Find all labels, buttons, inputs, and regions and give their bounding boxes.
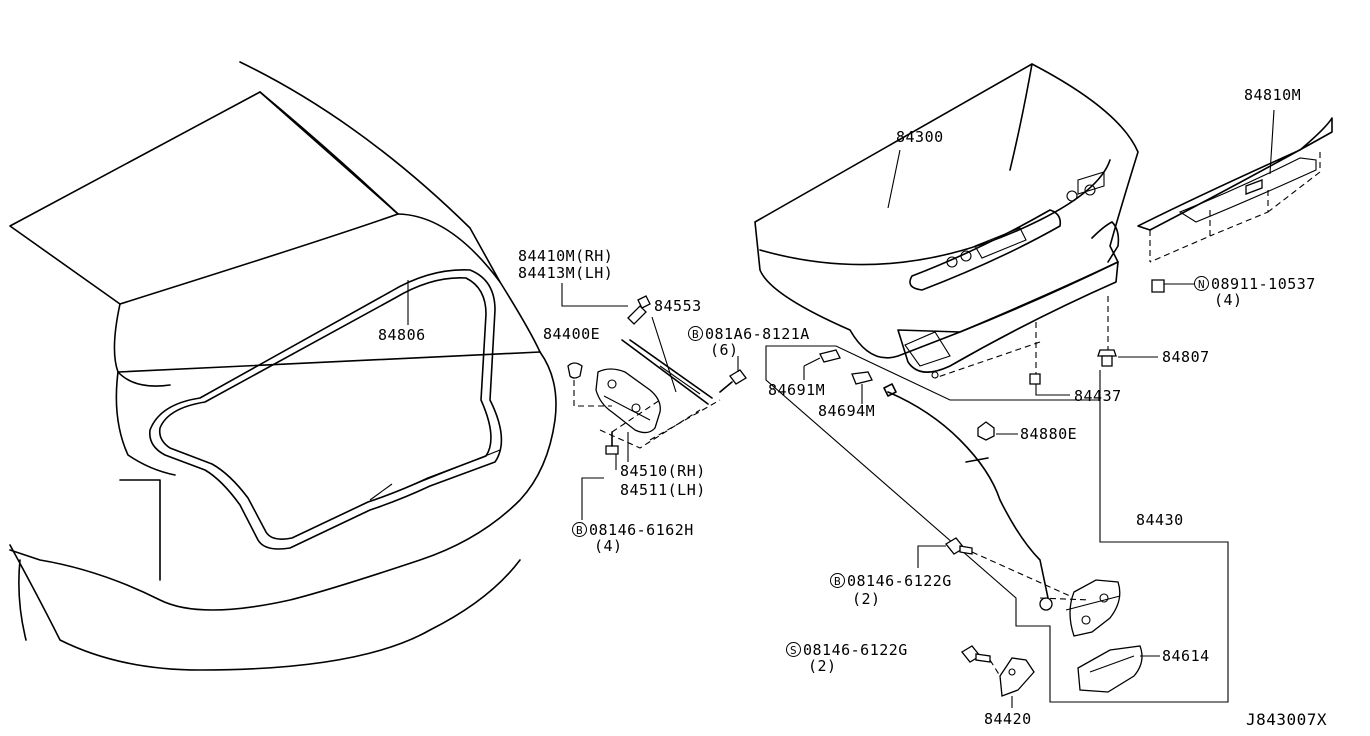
bolt-prefix-icon: B	[572, 522, 587, 537]
diagram-code: J843007X	[1246, 710, 1328, 729]
label-84410m-rh: 84410M(RH)	[518, 247, 614, 265]
label-84880e: 84880E	[1020, 425, 1078, 443]
label-84437: 84437	[1074, 387, 1122, 405]
label-84807: 84807	[1162, 348, 1210, 366]
label-08146-6162h-number: 08146-6162H	[589, 521, 694, 539]
trunk-lid-hinge-assembly	[567, 295, 747, 455]
label-84420: 84420	[984, 710, 1032, 728]
label-84300: 84300	[896, 128, 944, 146]
label-84430: 84430	[1136, 511, 1184, 529]
label-081a6-8121a-number: 081A6-8121A	[705, 325, 810, 343]
label-08146-6122g-b-number: 08146-6122G	[847, 572, 952, 590]
label-84694m: 84694M	[818, 402, 876, 420]
label-84510-rh: 84510(RH)	[620, 462, 706, 480]
label-84400e: 84400E	[543, 325, 601, 343]
trunk-lock-cable-assembly	[765, 345, 1229, 708]
nut-prefix-icon: N	[1194, 276, 1209, 291]
label-08146-6122g-s-qty: (2)	[808, 657, 837, 675]
label-84511-lh: 84511(LH)	[620, 481, 706, 499]
label-08146-6122g-b-qty: (2)	[852, 590, 881, 608]
label-84553: 84553	[654, 297, 702, 315]
screw-prefix-icon: S	[786, 642, 801, 657]
label-081a6-qty: (6)	[710, 341, 739, 359]
car-body-rear-illustration	[9, 61, 557, 671]
label-84806: 84806	[378, 326, 426, 344]
label-84810m: 84810M	[1244, 86, 1302, 104]
label-84413m-lh: 84413M(LH)	[518, 264, 614, 282]
bolt-prefix-icon: B	[688, 326, 703, 341]
bolt-prefix-icon: B	[830, 573, 845, 588]
trunk-lid-84300	[754, 63, 1139, 379]
label-84691m: 84691M	[768, 381, 826, 399]
rear-spoiler-84810m	[1137, 117, 1333, 263]
label-08146-6162h-qty: (4)	[594, 537, 623, 555]
label-08911-qty: (4)	[1214, 291, 1243, 309]
label-84614: 84614	[1162, 647, 1210, 665]
label-08146-6122g-s-number: 08146-6122G	[803, 641, 908, 659]
label-08911-10537-number: 08911-10537	[1211, 275, 1316, 293]
